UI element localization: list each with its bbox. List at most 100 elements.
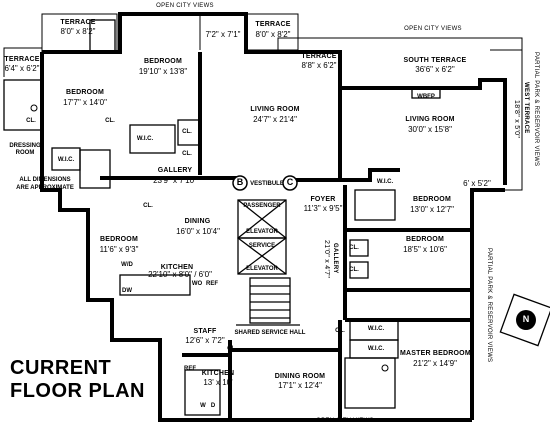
fireplace [411,87,441,99]
bedroom-sw-name: BEDROOM [100,236,138,243]
view-label-top: OPEN CITY VIEWS [156,3,214,9]
north-arrow-box [499,293,550,347]
gallery-2-name: GALLERY [332,243,338,274]
elevator-passenger-x2 [237,199,287,239]
wall-oven-label: WO [191,281,203,287]
elevator-service-x2 [237,237,287,275]
bedroom-n-name: BEDROOM [144,58,182,65]
terrace-e-dim: 8'8" x 6'2" [301,61,337,70]
exterior-wall-north [42,12,507,185]
dimensions-note-line-2: ARE APPROXIMATE [16,185,74,191]
service-label-2: ELEVATOR [246,266,278,272]
south-terrace-dim: 36'6" x 6'2" [415,65,455,74]
bedroom-sw-dim: 11'6" x 9'3" [99,245,139,254]
closet-label: CL. [349,267,359,273]
dining-room-dim: 17'1" x 12'4" [278,381,322,390]
terrace-e-name: TERRACE [301,53,337,60]
wic-label: W.I.C. [367,326,385,332]
dining-name: DINING [184,218,211,225]
living-room-2-dim: 30'0" x 15'8" [408,125,452,134]
marker-b-circle [232,175,248,191]
washer-label: W [200,403,206,409]
west-terrace-name: WEST TERRACE [523,82,529,134]
foyer-name: FOYER [310,196,336,203]
closet-label: CL. [349,245,359,251]
kitchen-1-dim: 22'10" x 8'0" / 6'0" [148,270,212,279]
master-bedroom-name: MASTER BEDROOM [400,350,471,357]
terrace-w-dim: 6'4" x 6'2" [4,64,40,73]
bedroom-se-name: BEDROOM [406,236,444,243]
closet-label: CL. [182,129,192,135]
view-label-right-lower: PARTIAL PARK & RESERVOIR VIEWS [486,248,492,363]
terrace-n-dim: 7'2" x 7'1" [205,30,241,39]
marker-b: B [236,177,244,187]
refrigerator-label: REF [206,281,218,287]
marker-c-circle [282,175,298,191]
south-terrace-name: SOUTH TERRACE [403,57,467,64]
refrigerator-2-label: REF [184,366,196,372]
dining-room-name: DINING ROOM [274,373,326,380]
staff-dim: 12'6" x 7'2" [185,336,225,345]
closet-east-2 [349,261,369,279]
kitchen-2-dim: 13' x 10' [203,378,233,387]
closet-east-1 [349,239,369,257]
vestibule-label: VESTIBULE [250,181,284,187]
closet-label: CL. [227,346,237,352]
terrace-w-outline [3,47,42,77]
closet-label: CL. [26,118,36,124]
terrace-nw-dim: 8'0" x 8'2" [60,27,96,36]
passenger-label-1: PASSENGER [243,203,281,209]
bath-west-2 [79,149,111,189]
closet-bedroom-n [177,119,201,146]
bedroom-e-dim: 13'0" x 12'7" [410,205,454,214]
staff-name: STAFF [193,328,217,335]
kitchen-counter [119,274,191,296]
wic-label: W.I.C. [376,179,394,185]
terrace-w-name: TERRACE [4,56,40,63]
living-room-1-name: LIVING ROOM [250,106,300,113]
wic-label: W.I.C. [57,157,75,163]
terrace-nw-name: TERRACE [60,19,96,26]
living-room-1-dim: 24'7" x 21'4" [253,115,297,124]
view-label-top-right: OPEN CITY VIEWS [404,26,462,32]
shared-hall-label: SHARED SERVICE HALL [234,330,306,336]
dining-dim: 16'0" x 10'4" [176,227,220,236]
kitchen-2-counter [184,369,221,416]
bedroom-n-dim: 19'10" x 13'8" [138,67,188,76]
exterior-wall-west [40,52,472,422]
passenger-label-2: ELEVATOR [246,229,278,235]
bedroom-e-balcony-dim: 6' x 5'2" [463,179,491,188]
terrace-ne-name: TERRACE [255,21,291,28]
view-label-bottom: OPEN CITY VIEWS [316,418,374,424]
service-label-1: SERVICE [248,243,276,249]
dressing-room-label: DRESSING ROOM [9,143,41,157]
kitchen-1-name: KITCHEN [160,264,194,271]
dishwasher-label: DW [122,288,132,294]
bedroom-w-dim: 17'7" x 14'0" [63,98,107,107]
wbfp-label: WBFP [417,94,435,100]
closet-label: CL. [182,151,192,157]
title-line-2: FLOOR PLAN [10,380,145,402]
wall-foyer-north [290,168,400,182]
north-compass-circle [516,310,536,330]
dryer-label: D [210,403,216,409]
dimensions-note-line-1: ALL DIMENSIONS [19,177,71,183]
gallery-1-dim: 23'9" x 7'10" [153,176,197,185]
west-terrace-dim: 18'8" x 5'0" [513,100,520,139]
bedroom-se-dim: 18'5" x 10'6" [403,245,447,254]
bath-master [344,357,396,409]
master-bedroom-dim: 21'2" x 14'9" [413,359,457,368]
closet-label: CL. [335,328,345,334]
kitchen-2-name: KITCHEN [201,370,235,377]
north-marker: N [522,314,530,324]
exterior-wall-east [470,188,505,420]
wic-label: W.I.C. [136,136,154,142]
gallery-1-name: GALLERY [157,167,193,174]
foyer-dim: 11'3" x 9'5" [303,204,343,213]
title-line-1: CURRENT [10,357,112,379]
washer-dryer-label: W/D [121,262,133,268]
elevator-service [237,237,287,275]
toilet-w [30,104,38,112]
bedroom-w-name: BEDROOM [66,89,104,96]
